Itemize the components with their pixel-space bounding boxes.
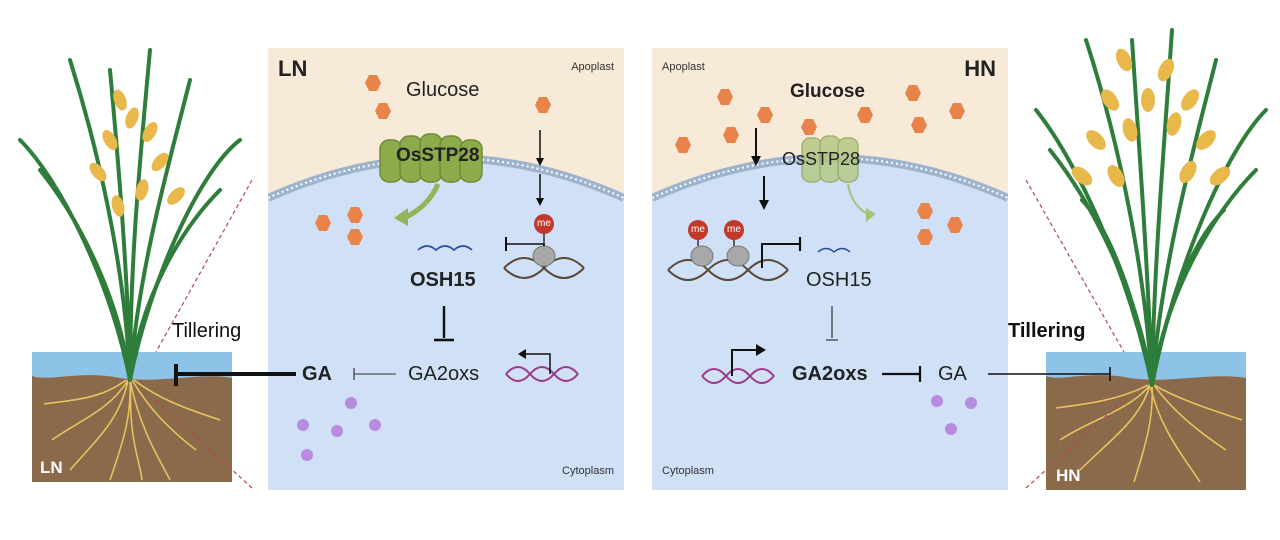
osh15-label: OSH15 (410, 269, 476, 291)
ga-molecule (931, 395, 943, 407)
ga2oxs-label: GA2oxs (408, 363, 480, 385)
condition-label: LN (278, 56, 308, 81)
cell-background (268, 48, 624, 382)
glucose-molecule (917, 229, 933, 245)
cytoplasm-label: Cytoplasm (662, 465, 714, 477)
glucose-label: Glucose (406, 79, 480, 101)
osstp28-label: OsSTP28 (782, 149, 861, 169)
glucose-molecule (535, 97, 551, 113)
cell-panel-low-nitrogen: LN Apoplast Cytoplasm Glucose OsSTP28 OS… (268, 48, 624, 490)
cell-background (652, 48, 1008, 384)
dna-strand-ga2ox (505, 366, 579, 382)
ga-molecule (345, 397, 357, 409)
methyl-mark: me (688, 220, 708, 240)
glucose-molecule (675, 137, 691, 153)
condition-label: HN (964, 56, 996, 81)
glucose-molecule (949, 103, 965, 119)
osh15-rna (417, 245, 473, 252)
ga-molecule (965, 397, 977, 409)
methyl-mark: me (534, 214, 554, 234)
apoplast-label: Apoplast (662, 61, 705, 73)
soil-label-high-nitrogen: HN (1056, 466, 1081, 485)
ga-molecule (297, 419, 309, 431)
osh15-rna (817, 247, 851, 253)
ga-label: GA (302, 363, 332, 385)
cytoplasm-label: Cytoplasm (562, 465, 614, 477)
glucose-molecule (857, 107, 873, 123)
glucose-molecule (723, 127, 739, 143)
tillering-label-low-nitrogen: Tillering (172, 320, 242, 342)
glucose-molecule (947, 217, 963, 233)
osstp28-label: OsSTP28 (396, 145, 480, 166)
ga-molecule (945, 423, 957, 435)
glucose-molecule (365, 75, 381, 91)
glucose-molecule (375, 103, 391, 119)
rice-plant-low-nitrogen (18, 48, 242, 482)
dna-strand (503, 257, 585, 279)
rice-plant-high-nitrogen (1034, 28, 1268, 490)
ga-molecule (369, 419, 381, 431)
glucose-molecule (347, 229, 363, 245)
ga-molecule (331, 425, 343, 437)
glucose-molecule (917, 203, 933, 219)
glucose-molecule (905, 85, 921, 101)
ga-molecule (301, 449, 313, 461)
cell-panel-high-nitrogen: HN Apoplast Cytoplasm Glucose OsSTP28 OS… (652, 48, 1008, 490)
glucose-molecule (801, 119, 817, 135)
glucose-label: Glucose (790, 81, 865, 102)
glucose-molecule (315, 215, 331, 231)
glucose-molecule (717, 89, 733, 105)
glucose-molecule (757, 107, 773, 123)
glucose-molecule (911, 117, 927, 133)
methyl-mark: me (724, 220, 744, 240)
soil-label-low-nitrogen: LN (40, 458, 63, 477)
transporter-osstp28 (379, 133, 483, 183)
apoplast-label: Apoplast (571, 61, 614, 73)
dna-strand (667, 259, 789, 281)
ga-label: GA (938, 363, 967, 385)
transporter-osstp28 (801, 135, 859, 183)
glucose-molecule (347, 207, 363, 223)
osh15-label: OSH15 (806, 269, 872, 291)
ga2oxs-label: GA2oxs (792, 363, 868, 385)
dna-strand-ga2ox (701, 368, 775, 384)
tillering-label-high-nitrogen: Tillering (1008, 320, 1086, 342)
